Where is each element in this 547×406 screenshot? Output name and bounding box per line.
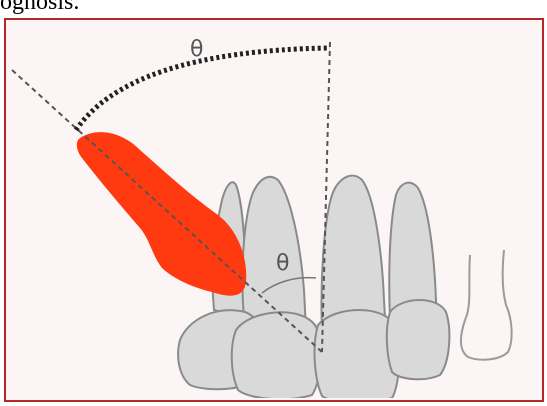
inner-angle-label: θ (276, 251, 289, 276)
crown-lateral (232, 312, 321, 399)
crown-central (315, 310, 400, 402)
tooth-lateral-incisor (242, 177, 306, 330)
outer-angle-label: θ (190, 37, 203, 62)
crown-canine (387, 300, 450, 379)
tooth-outline-right (461, 250, 512, 360)
